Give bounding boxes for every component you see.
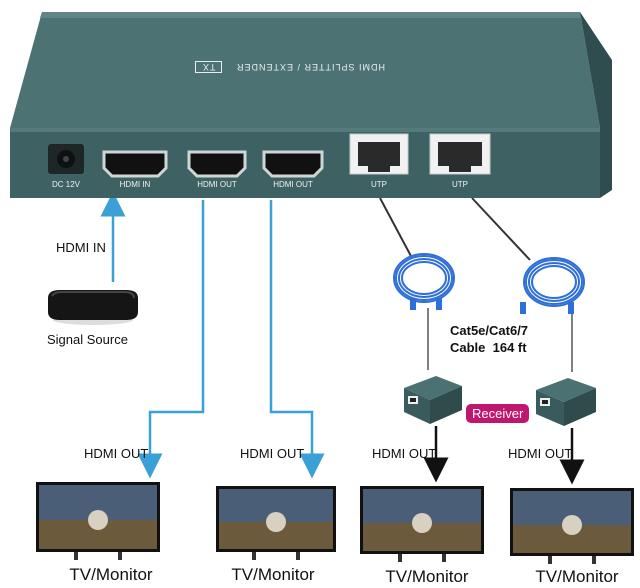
device-top-label: HDMI SPLITTER / EXTENDER TX [160, 56, 420, 73]
port-label-dc: DC 12V [51, 180, 80, 189]
network-cable-coil-icon [520, 257, 585, 314]
tv-caption-1: TV/Monitor [69, 565, 153, 584]
port-label-hdmi-out-1: HDMI OUT [197, 180, 237, 189]
cable-spec-line-2: Cable 164 ft [450, 340, 527, 355]
tv-monitor-icon [216, 486, 336, 560]
tv-monitor-icon [510, 488, 634, 564]
receiver-unit-icon [404, 376, 462, 424]
hdmi-out-label-2: HDMI OUT [240, 446, 305, 461]
signal-source-label: Signal Source [47, 332, 128, 347]
hdmi-in-link-label: HDMI IN [56, 240, 106, 255]
receiver-unit-icon [536, 378, 596, 426]
device-badge: TX [194, 61, 223, 73]
hdmi-out-label-3: HDMI OUT [372, 446, 437, 461]
hdmi-out-label-1: HDMI OUT [84, 446, 149, 461]
port-label-hdmi-out-2: HDMI OUT [273, 180, 313, 189]
signal-source-box-icon [48, 290, 138, 325]
tv-monitor-icon [360, 486, 484, 562]
hdmi-splitter-device [10, 12, 612, 198]
cable-spec-line-1: Cat5e/Cat6/7 [450, 323, 529, 338]
port-label-utp-1: UTP [371, 180, 387, 189]
utp-line-2 [471, 197, 531, 261]
device-top-label-text: HDMI SPLITTER / EXTENDER [236, 62, 386, 72]
tv-caption-2: TV/Monitor [231, 565, 315, 584]
hdmi-out-line-1 [137, 200, 205, 479]
cable-spec-label: Cat5e/Cat6/7 Cable 164 ft [450, 322, 528, 356]
tv-caption-4: TV/Monitor [535, 567, 619, 586]
network-cable-coil-icon [393, 253, 455, 310]
port-label-hdmi-in: HDMI IN [119, 180, 151, 189]
utp-line-1 [379, 197, 413, 259]
tv-monitor-icon [36, 482, 160, 560]
hdmi-out-label-4: HDMI OUT [508, 446, 573, 461]
receiver-badge: Receiver [466, 404, 530, 423]
port-label-utp-2: UTP [452, 180, 468, 189]
hdmi-out-line-2 [269, 200, 325, 479]
tv-caption-3: TV/Monitor [385, 567, 469, 586]
